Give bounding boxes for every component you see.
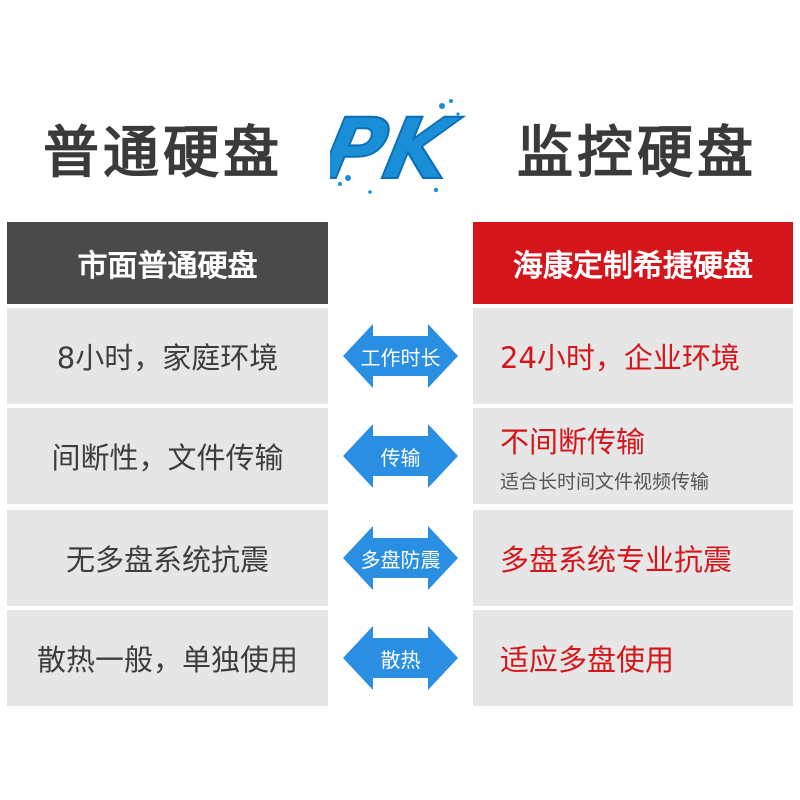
row-1-compare-arrow: 工作时长 [343,324,458,388]
double-arrow-icon [343,626,458,690]
pk-text: PK [330,101,468,199]
row-3-arrow-label: 多盘防震 [360,547,441,572]
row-3-surveillance-cell: 多盘系统专业抗震 [473,510,793,606]
row-2-surveillance-text: 不间断传输 [500,424,646,459]
row-2-compare-arrow: 传输 [343,424,458,488]
row-3-compare-arrow: 多盘防震 [343,526,458,590]
row-1-ordinary-text: 8小时，家庭环境 [56,341,279,375]
row-4-arrow-label: 散热 [380,647,421,672]
surveillance-disk-header: 海康定制希捷硬盘 [473,222,793,304]
row-4-compare-arrow: 散热 [343,626,458,690]
ordinary-disk-header: 市面普通硬盘 [7,222,328,304]
pk-logo: PK [330,99,469,200]
row-1-surveillance-cell: 24小时，企业环境 [473,308,793,404]
right-title: 监控硬盘 [517,121,757,186]
row-1-ordinary-cell: 8小时，家庭环境 [7,308,328,404]
row-2-ordinary-cell: 间断性，文件传输 [7,408,328,504]
row-4-surveillance-cell: 适应多盘使用 [473,610,793,706]
row-3-surveillance-text: 多盘系统专业抗震 [500,543,733,577]
row-4-ordinary-cell: 散热一般，单独使用 [7,610,328,706]
row-4-ordinary-text: 散热一般，单独使用 [36,643,298,677]
row-3-ordinary-cell: 无多盘系统抗震 [7,510,328,606]
double-arrow-icon [343,324,458,388]
row-4-surveillance-text: 适应多盘使用 [500,643,675,677]
double-arrow-icon [343,424,458,488]
row-1-arrow-label: 工作时长 [360,345,441,370]
row-3-ordinary-text: 无多盘系统抗震 [65,543,269,577]
row-2-surveillance-cell: 不间断传输 适合长时间文件视频传输 [473,408,793,504]
double-arrow-icon [343,526,458,590]
row-2-ordinary-text: 间断性，文件传输 [51,441,284,475]
row-1-surveillance-text: 24小时，企业环境 [500,341,740,375]
row-2-arrow-label: 传输 [380,445,421,470]
row-2-surveillance-subtext: 适合长时间文件视频传输 [500,470,710,493]
left-title: 普通硬盘 [43,121,283,186]
